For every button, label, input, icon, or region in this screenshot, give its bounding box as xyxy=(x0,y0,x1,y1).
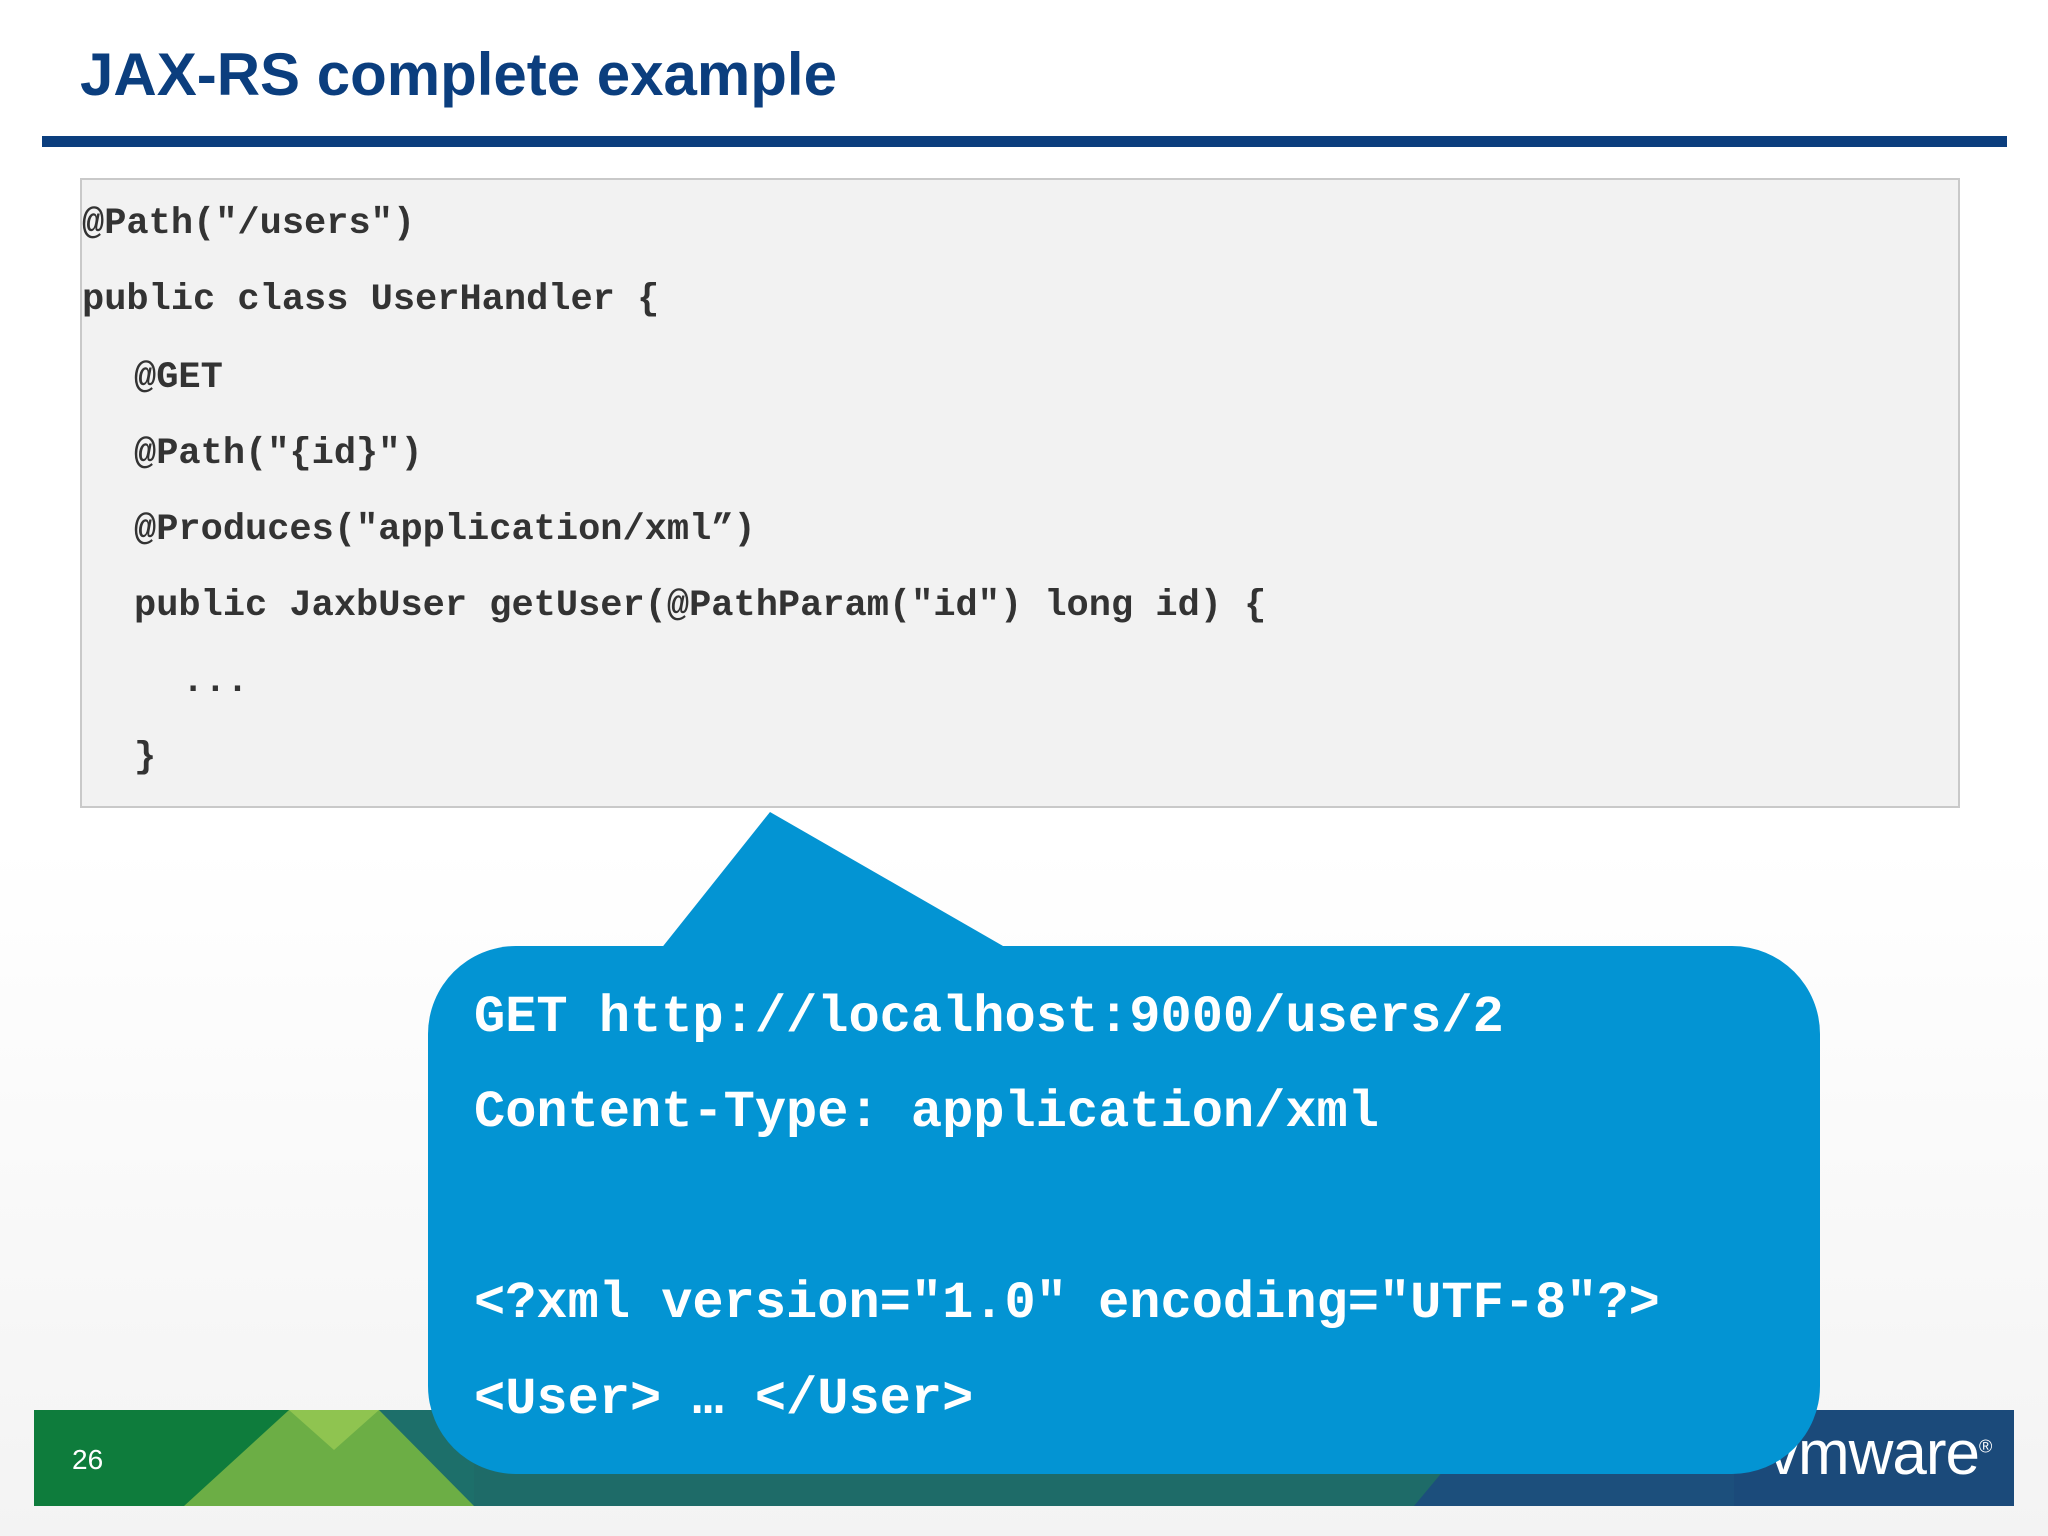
code-line-5: @Produces("application/xml”) xyxy=(134,509,756,551)
code-line-8: } xyxy=(134,737,157,779)
xml-body-line: <User> … </User> xyxy=(474,1370,974,1429)
logo-text: vmware xyxy=(1768,1419,1980,1488)
footer-banner xyxy=(34,1410,2014,1506)
code-line-4: @Path("{id}") xyxy=(134,433,423,475)
code-line-3: @GET xyxy=(134,357,223,399)
code-panel: @Path("/users") public class UserHandler… xyxy=(80,178,1960,808)
title-underline xyxy=(42,136,2007,147)
slide-title: JAX-RS complete example xyxy=(80,41,837,108)
xml-declaration-line: <?xml version="1.0" encoding="UTF-8"?> xyxy=(474,1274,1660,1333)
code-line-2: public class UserHandler { xyxy=(82,279,660,321)
request-line: GET http://localhost:9000/users/2 xyxy=(474,988,1504,1047)
code-line-7: ... xyxy=(182,661,249,703)
code-line-6: public JaxbUser getUser(@PathParam("id")… xyxy=(134,585,1267,627)
content-type-line: Content-Type: application/xml xyxy=(474,1083,1379,1142)
vmware-logo: vmware® xyxy=(1768,1418,1992,1489)
code-line-1: @Path("/users") xyxy=(82,203,416,245)
logo-registered-mark: ® xyxy=(1979,1436,1992,1457)
page-number: 26 xyxy=(72,1444,104,1475)
